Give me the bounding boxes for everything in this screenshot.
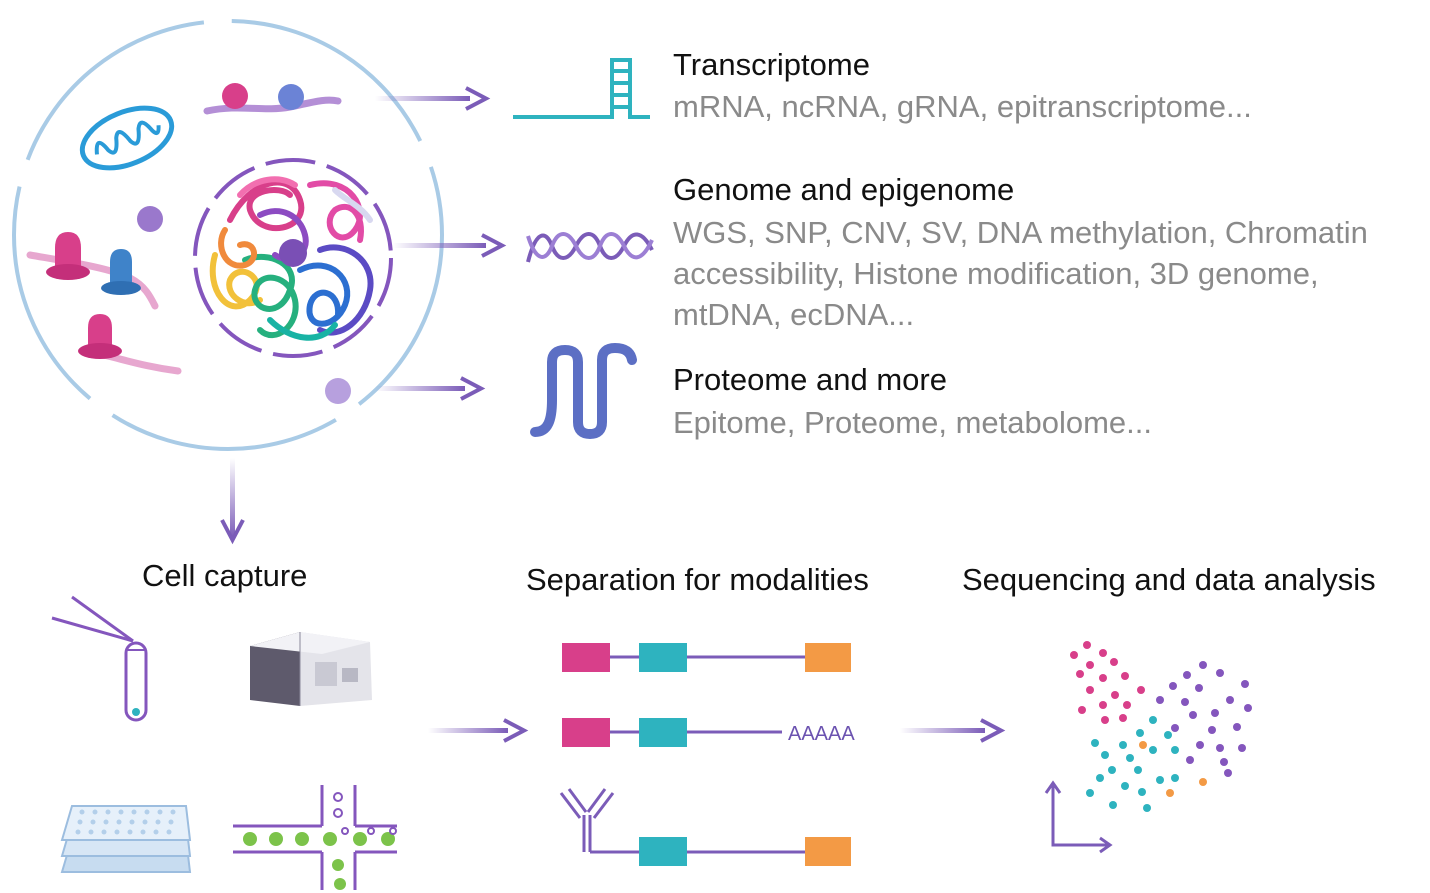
well-plate-icon bbox=[60, 805, 192, 873]
stage-label-cell-capture: Cell capture bbox=[142, 558, 308, 593]
omic-desc-genome-line1: WGS, SNP, CNV, SV, DNA methylation, Chro… bbox=[673, 215, 1368, 250]
omic-desc-transcriptome: mRNA, ncRNA, gRNA, epitranscriptome... bbox=[673, 89, 1252, 124]
rna-hairpin-icon bbox=[513, 58, 650, 119]
arrow-to-cell-capture bbox=[220, 458, 245, 545]
microfluidic-channel-icon bbox=[233, 785, 397, 890]
micropipette-icon bbox=[51, 595, 148, 722]
vesicle-dot bbox=[325, 378, 351, 404]
scatter-plot-icon bbox=[1044, 641, 1252, 854]
arrow-to-transcriptome bbox=[375, 86, 491, 111]
stage-label-sequencing: Sequencing and data analysis bbox=[962, 562, 1376, 597]
arrow-to-genome bbox=[393, 233, 507, 258]
omic-desc-proteome: Epitome, Proteome, metabolome... bbox=[673, 405, 1153, 440]
mitochondrion-icon bbox=[79, 105, 175, 171]
protein-icon bbox=[530, 343, 637, 439]
ribosome-mrna-bottom bbox=[78, 314, 182, 375]
cell-icon bbox=[12, 19, 444, 451]
nucleus-icon bbox=[193, 158, 393, 358]
dna-helix-icon bbox=[526, 232, 654, 263]
vesicle-dot bbox=[137, 206, 163, 232]
library-transcript-1 bbox=[562, 643, 851, 672]
arrow-separation-to-sequencing bbox=[900, 718, 1006, 743]
library-antibody-tag bbox=[639, 837, 851, 866]
omic-title-proteome: Proteome and more bbox=[673, 362, 947, 397]
arrow-capture-to-separation bbox=[428, 718, 529, 743]
library-transcript-2: AAAAA bbox=[562, 718, 855, 747]
antibody-icon bbox=[559, 788, 805, 854]
omic-title-genome: Genome and epigenome bbox=[673, 172, 1015, 207]
arrow-to-proteome bbox=[375, 376, 486, 401]
stage-label-separation: Separation for modalities bbox=[526, 562, 869, 597]
ribosome-mrna-left bbox=[26, 232, 159, 310]
facs-instrument-icon bbox=[250, 632, 372, 706]
omic-desc-genome-line3: mtDNA, ecDNA... bbox=[673, 297, 915, 332]
omic-title-transcriptome: Transcriptome bbox=[673, 47, 870, 82]
omic-desc-genome-line2: accessibility, Histone modification, 3D … bbox=[673, 256, 1319, 291]
polya-tail-label: AAAAA bbox=[788, 723, 855, 745]
ribosome-mrna-top bbox=[203, 83, 342, 115]
